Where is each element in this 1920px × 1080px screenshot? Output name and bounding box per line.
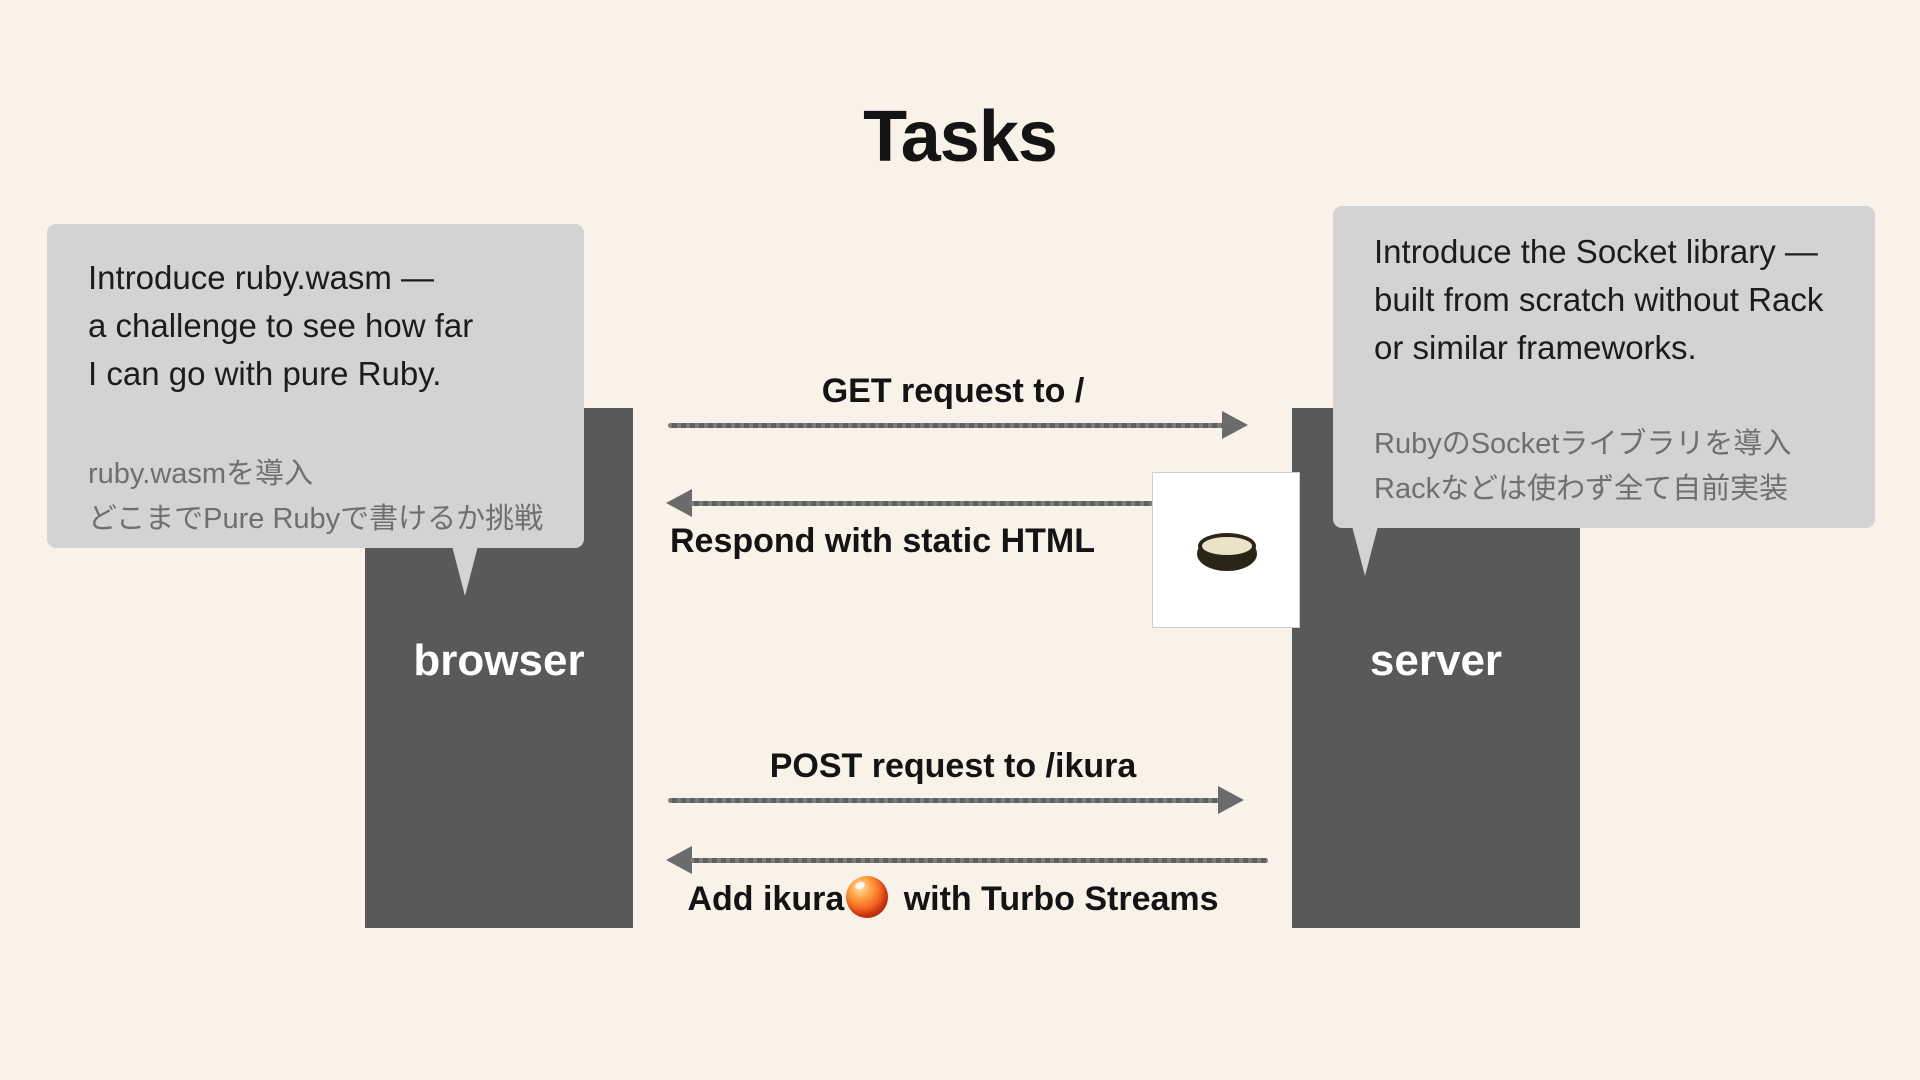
- browser-bubble-tail: [452, 546, 478, 596]
- bubble-line: Introduce the Socket library —: [1374, 233, 1818, 270]
- maki-roll-icon: [1197, 533, 1257, 571]
- arrow-left-icon: [666, 846, 692, 874]
- server-label: server: [1369, 636, 1503, 685]
- add-ikura-label-suffix: with Turbo Streams: [894, 880, 1219, 918]
- page-title: Tasks: [863, 97, 1058, 177]
- bubble-line: a challenge to see how far: [88, 307, 474, 344]
- arrow-right-icon: [1222, 411, 1248, 439]
- server-bubble-tail: [1352, 526, 1378, 576]
- post-request-arrow: [668, 798, 1220, 803]
- respond-arrow: [690, 501, 1290, 506]
- respond-label: Respond with static HTML: [670, 522, 1095, 560]
- add-ikura-arrow: [690, 858, 1268, 863]
- bubble-line-jp: どこまでPure Rubyで書けるか挑戦: [88, 503, 544, 535]
- get-request-arrow: [668, 423, 1224, 428]
- sushi-image-card: [1152, 472, 1300, 628]
- post-request-label: POST request to /ikura: [769, 747, 1137, 785]
- bubble-line-jp: RubyのSocketライブラリを導入: [1374, 428, 1792, 460]
- bubble-line: I can go with pure Ruby.: [88, 355, 442, 392]
- maki-roll-rice: [1198, 533, 1256, 559]
- arrow-right-icon: [1218, 786, 1244, 814]
- server-speech-bubble: Introduce the Socket library — built fro…: [1333, 206, 1875, 528]
- arrow-left-icon: [666, 489, 692, 517]
- add-ikura-label-prefix: Add ikura: [687, 880, 845, 918]
- bubble-line: Introduce ruby.wasm —: [88, 259, 435, 296]
- bubble-line-jp: Rackなどは使わず全て自前実装: [1374, 473, 1789, 505]
- browser-speech-bubble: Introduce ruby.wasm — a challenge to see…: [47, 224, 584, 548]
- browser-label: browser: [413, 636, 585, 685]
- get-request-label: GET request to /: [821, 372, 1085, 410]
- bubble-line: built from scratch without Rack: [1374, 281, 1824, 318]
- add-ikura-label: Add ikura with Turbo Streams: [633, 876, 1273, 919]
- ikura-emoji: [846, 876, 889, 918]
- bubble-line-jp: ruby.wasmを導入: [88, 458, 314, 490]
- bubble-line: or similar frameworks.: [1374, 329, 1697, 366]
